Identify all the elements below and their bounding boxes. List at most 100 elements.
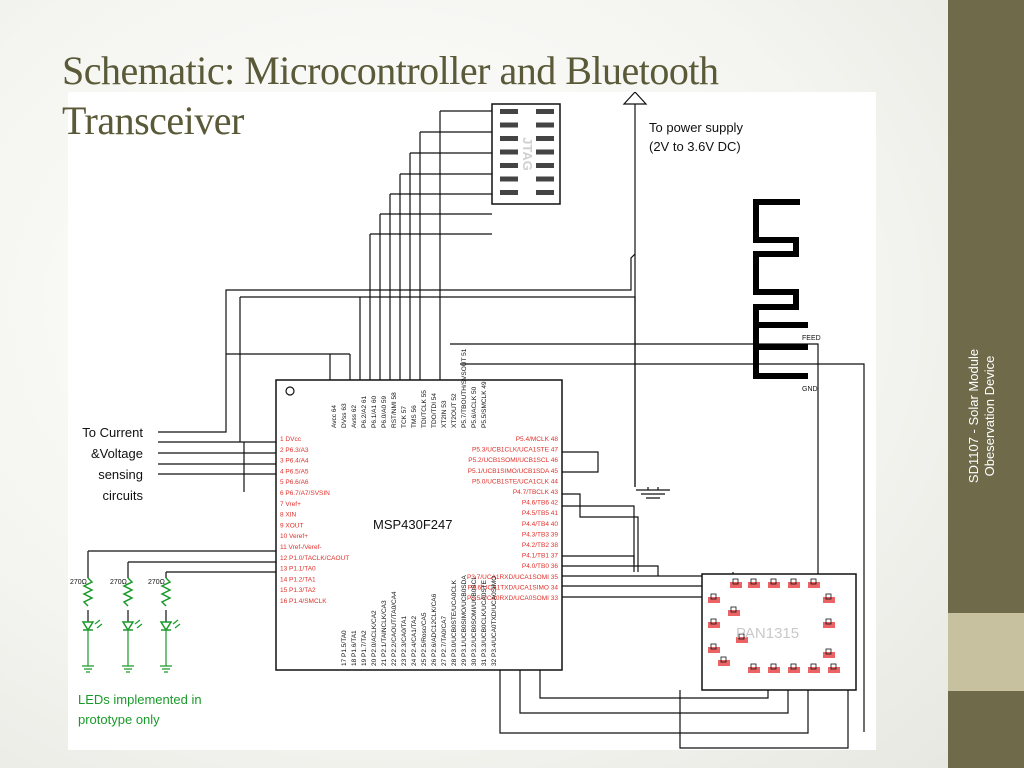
sensing-note-line3: sensing [98,467,143,482]
mcu-top-pin: P6.0/A0 59 [381,395,388,428]
mcu-top-pin: Avss 62 [351,405,358,428]
bt-pad-outline [738,633,745,640]
bt-pad [748,582,760,588]
mcu-top-pin: P6.1/A1 60 [371,395,378,428]
mcu-right-pin: P5.3/UCB1CLK/UCA1STE 47 [472,447,558,454]
bt-pad-outline [790,663,797,670]
led-note-line1: LEDs implemented in [78,692,202,707]
jtag-pin [500,136,518,141]
jtag-pin [536,190,554,195]
bt-pad [708,622,720,628]
mcu-top-pin: P6.2/A2 61 [361,395,368,428]
mcu-top-pin: Avcc 64 [331,405,338,428]
mcu-top-pin: DVss 63 [341,403,348,428]
bt-pad [736,637,748,643]
bt-pad-outline [730,606,737,613]
bt-pad-outline [825,593,832,600]
mcu-left-pin: 16 P1.4/SMCLK [280,598,327,605]
resistor-symbol [82,577,94,607]
jtag-pin [536,176,554,182]
mcu-bottom-pin: 20 P2.0/ACLK/CA2 [371,610,378,666]
jtag-pin [536,163,554,168]
led-ground [82,630,94,673]
mcu-left-pin: 2 P6.3/A3 [280,447,309,454]
mcu-top-pin: P5.7/TBOUTH/SVSOUT 51 [461,348,468,428]
resistor-label: 270Ω [148,579,165,586]
mcu-right-pin: P4.3/TB3 39 [522,531,559,538]
mcu-right-pin: P4.7/TBCLK 43 [513,489,559,496]
jtag-connector: JTAG [491,103,561,205]
power-note-line2: (2V to 3.6V DC) [649,139,741,154]
led-symbol [159,621,173,632]
mcu-right-pin: P4.1/TB1 37 [522,553,559,560]
bt-pad [768,582,780,588]
led-note-line2: prototype only [78,712,160,727]
mcu-left-pin: 3 P6.4/A4 [280,458,309,465]
led-light-arrows [134,619,143,629]
mcu-top-pin: XT2OUT 52 [451,393,458,428]
mcu-left-pin: 14 P1.2/TA1 [280,576,316,583]
mcu-left-pin: 15 P1.3/TA2 [280,587,316,594]
jtag-pin [536,136,554,141]
mcu-left-pin: 4 P6.5/A5 [280,468,309,475]
sidebar-accent-block [948,613,1024,691]
bt-pad-outline [770,663,777,670]
bt-pad [823,652,835,658]
mcu-top-pin: TDI/TCLK 55 [421,390,428,428]
bt-pad-outline [732,578,739,585]
jtag-pin [500,109,518,114]
mcu-top-pin: P5.5/SMCLK 49 [481,381,488,428]
mcu-right-pin: P4.4/TB4 40 [522,521,559,528]
bt-pad [808,582,820,588]
bt-pad [828,667,840,673]
mcu-bottom-pin: 28 P3.0/UCB0STE/UCA0CLK [451,579,458,666]
mcu-bottom-pin: 27 P2.7/TA0/CA7 [441,616,448,666]
mcu-left-pin: 10 Veref+ [280,533,308,540]
power-supply-symbol [622,91,648,105]
mcu-right-pin: P5.0/UCB1STE/UCA1CLK 44 [472,478,558,485]
sensing-note-line4: circuits [103,488,144,503]
bt-pad-outline [710,618,717,625]
slide-title: Schematic: Microcontroller and Bluetooth… [62,48,719,143]
mcu-left-pin: 8 XIN [280,512,297,519]
bt-pad-outline [770,578,777,585]
bluetooth-module: PAN1315 [701,573,857,691]
mcu-right-pin: P5.1/UCB1SIMO/UCB1SDA 45 [468,468,559,475]
mcu-top-pin: P5.6/ACLK 50 [471,386,478,428]
mcu-bottom-pin: 23 P2.3/CA0/TA1 [401,616,408,666]
mcu-bottom-pin: 22 P2.2/CAOUT/TA0/CA4 [391,591,398,666]
bt-pad-outline [720,656,727,663]
jtag-pin [536,122,554,128]
mcu-bottom-pin: 29 P3.1/UCB0SIMO/UCB0SDA [461,575,468,666]
mcu-right-pin: P5.2/UCB1SOMI/UCB1SCL 46 [468,457,558,464]
mcu-bottom-pin: 19 P1.7/TA2 [361,630,368,666]
mcu-top-pin: XT2IN 53 [441,400,448,428]
bt-pad [808,667,820,673]
ground-symbol [636,487,670,499]
jtag-pin [536,149,554,155]
mcu-bottom-pin: 18 P1.6/TA1 [351,630,358,666]
bt-pad [718,660,730,666]
mcu-top-pin: RST/NMI 58 [391,392,398,428]
bt-pad [748,667,760,673]
led-symbol [121,621,135,632]
jtag-pin [500,163,518,168]
mcu-right-pin: P3.5/UCA0RXD/UCA0SOMI 33 [467,595,558,602]
bt-pad-outline [750,578,757,585]
mcu-right-pin: P3.7/UCA1RXD/UCA1SOMI 35 [467,574,558,581]
mcu-left-pin: 9 XOUT [280,522,304,529]
sensing-note-line2: &Voltage [91,446,143,461]
jtag-pin [500,122,518,128]
resistor-symbol [122,577,134,607]
mcu-top-pin: TDO/TDI 54 [431,393,438,428]
jtag-pin [500,176,518,182]
mcu-bottom-pin: 17 P1.5/TA0 [341,630,348,666]
bt-pad-outline [710,593,717,600]
mcu-left-pin: 7 Vref+ [280,501,301,508]
mcu-bottom-pin: 24 P2.4/CA1/TA2 [411,616,418,666]
led-light-arrows [94,619,103,629]
mcu-left-pin: 1 DVcc [280,436,302,443]
schematic-diagram: JTAG To power supply (2V to 3.6V DC) FEE… [70,91,865,749]
